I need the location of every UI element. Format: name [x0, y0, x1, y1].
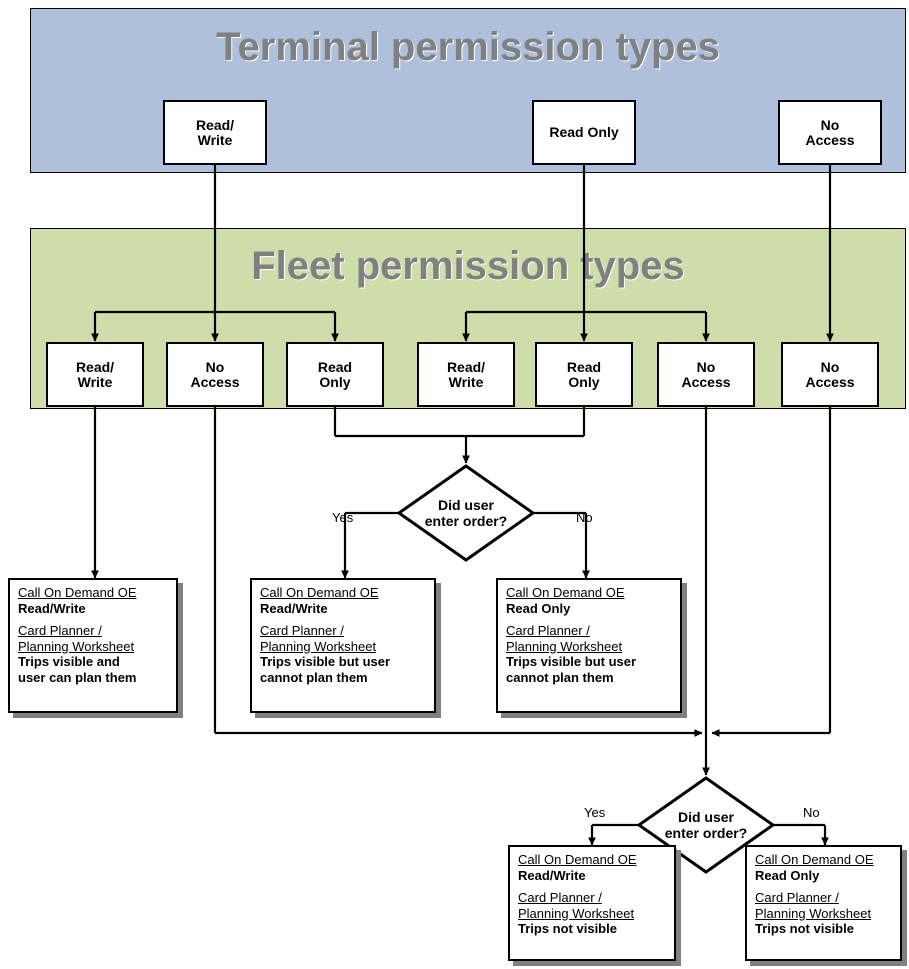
fleet-box-1-read-write[interactable]: Read/ Write	[46, 342, 144, 407]
fleet-box-2-no-access[interactable]: No Access	[166, 342, 264, 407]
terminal-box-no-access-label: No Access	[805, 116, 855, 148]
result-4-spacer	[518, 883, 667, 890]
fleet-box-3-label: Read Only	[317, 358, 353, 390]
result-1-cp-header-line-2: Planning Worksheet	[18, 638, 135, 654]
result-box-read-write-plan[interactable]: Call On Demand OE Read/Write Card Planne…	[8, 578, 178, 713]
fleet-box-1-label: Read/ Write	[75, 358, 115, 390]
diamond-shape-1	[396, 464, 536, 562]
terminal-box-read-write-label: Read/ Write	[195, 116, 235, 148]
result-1-cp-value: Trips visible and user can plan them	[18, 654, 137, 685]
fleet-box-2-label: No Access	[190, 358, 240, 390]
result-1-cp-header-line-1: Card Planner /	[18, 623, 102, 638]
fleet-box-4-label: Read/ Write	[446, 358, 486, 390]
result-box-read-only-no-plan[interactable]: Call On Demand OE Read Only Card Planner…	[496, 578, 682, 713]
result-4-cp-header-line-1: Card Planner /	[518, 890, 602, 905]
terminal-band-title: Terminal permission types	[216, 25, 720, 69]
result-box-read-write-not-visible[interactable]: Call On Demand OE Read/Write Card Planne…	[508, 845, 676, 961]
decision-1-no-label: No	[576, 510, 593, 525]
fleet-box-3-read-only[interactable]: Read Only	[286, 342, 384, 407]
result-2-spacer	[260, 616, 427, 623]
fleet-box-7-no-access[interactable]: No Access	[781, 342, 879, 407]
result-4-cp-header-line-2: Planning Worksheet	[518, 905, 635, 921]
result-5-spacer	[755, 883, 893, 890]
result-3-spacer	[506, 616, 673, 623]
decision-2-no-label: No	[803, 805, 820, 820]
decision-1-yes-label: Yes	[332, 510, 354, 525]
fleet-band-title: Fleet permission types	[251, 244, 685, 288]
result-5-cp-header-line-2: Planning Worksheet	[755, 905, 872, 921]
terminal-box-read-write[interactable]: Read/ Write	[163, 100, 267, 165]
result-1-oe-header: Call On Demand OE	[18, 585, 137, 600]
result-box-read-write-no-plan[interactable]: Call On Demand OE Read/Write Card Planne…	[250, 578, 436, 713]
result-2-cp-header-line-1: Card Planner /	[260, 623, 344, 638]
result-1-spacer	[18, 616, 169, 623]
result-box-read-only-not-visible[interactable]: Call On Demand OE Read Only Card Planner…	[745, 845, 902, 961]
terminal-permission-band: Terminal permission types	[30, 8, 906, 173]
result-5-cp-header-line-1: Card Planner /	[755, 890, 839, 905]
decision-2-yes-label: Yes	[584, 805, 606, 820]
result-5-cp-value: Trips not visible	[755, 921, 854, 936]
result-3-cp-header-line-2: Planning Worksheet	[506, 638, 623, 654]
fleet-box-4-read-write[interactable]: Read/ Write	[417, 342, 515, 407]
decision-2-line-2: enter order?	[664, 825, 748, 841]
result-5-oe-header: Call On Demand OE	[755, 852, 874, 867]
fleet-box-6-no-access[interactable]: No Access	[657, 342, 755, 407]
result-3-cp-value: Trips visible but user cannot plan them	[506, 654, 637, 685]
result-2-cp-value: Trips visible but user cannot plan them	[260, 654, 391, 685]
result-4-oe-header: Call On Demand OE	[518, 852, 637, 867]
terminal-box-no-access[interactable]: No Access	[778, 100, 882, 165]
result-1-oe-value: Read/Write	[18, 600, 86, 616]
result-2-oe-header: Call On Demand OE	[260, 585, 379, 600]
decision-2-line-1: Did user	[677, 809, 734, 825]
decision-1-line-1: Did user	[437, 497, 494, 513]
terminal-box-read-only[interactable]: Read Only	[532, 100, 636, 165]
fleet-box-5-label: Read Only	[566, 358, 602, 390]
result-3-cp-header-line-1: Card Planner /	[506, 623, 590, 638]
result-4-cp-value: Trips not visible	[518, 921, 617, 936]
terminal-box-read-only-label: Read Only	[549, 124, 619, 140]
result-2-cp-header-line-2: Planning Worksheet	[260, 638, 377, 654]
decision-did-user-enter-order-1[interactable]: Did user enter order?	[396, 463, 536, 563]
result-2-oe-value: Read/Write	[260, 600, 328, 616]
fleet-box-7-label: No Access	[805, 358, 855, 390]
fleet-box-6-label: No Access	[681, 358, 731, 390]
result-3-oe-header: Call On Demand OE	[506, 585, 625, 600]
fleet-box-5-read-only[interactable]: Read Only	[535, 342, 633, 407]
result-4-oe-value: Read/Write	[518, 867, 586, 883]
result-3-oe-value: Read Only	[506, 600, 571, 616]
result-5-oe-value: Read Only	[755, 867, 820, 883]
decision-1-line-2: enter order?	[424, 513, 508, 529]
